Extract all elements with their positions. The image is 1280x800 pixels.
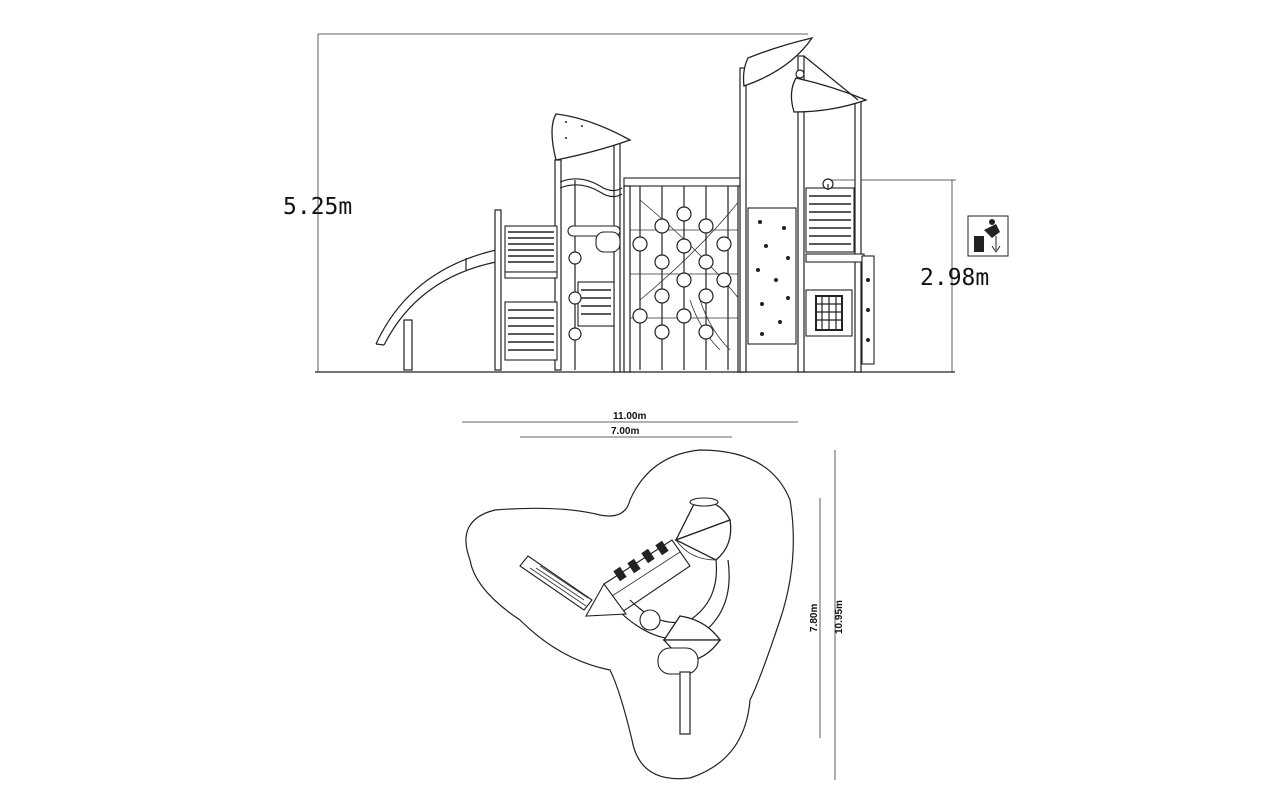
left-upper-panel <box>504 225 558 273</box>
curved-slide <box>375 249 497 371</box>
plan-bridge <box>603 539 691 613</box>
left-tower <box>494 113 632 373</box>
left-roof <box>551 113 632 161</box>
fall-height-icon <box>967 215 1009 257</box>
overall-depth-label: 10.95m <box>834 600 845 634</box>
plan-roof-top <box>674 497 732 561</box>
plan-roof-bottom <box>657 615 722 675</box>
net-climber <box>623 177 747 373</box>
safety-zone-outline <box>465 449 794 780</box>
tall-roof <box>742 36 814 87</box>
plan-slide <box>519 555 593 611</box>
overall-width-label: 11.00m <box>613 411 646 422</box>
climbing-wall <box>747 207 797 345</box>
equipment-depth-label: 7.80m <box>809 604 820 632</box>
plan-post-ring <box>639 609 661 631</box>
elevation-view: 5.25m 2.98m <box>283 33 1009 373</box>
plan-firepole <box>679 671 691 735</box>
plan-view: 11.00m 7.00m 7.80m 10.95m <box>462 411 845 780</box>
right-tower <box>739 36 875 373</box>
plan-slide-deck <box>585 582 628 617</box>
equipment-width-label: 7.00m <box>611 426 639 437</box>
overall-height-label: 5.25m <box>283 194 352 220</box>
mid-roof <box>790 77 868 113</box>
left-lower-panel <box>504 301 558 361</box>
platform-height-label: 2.98m <box>920 265 989 291</box>
